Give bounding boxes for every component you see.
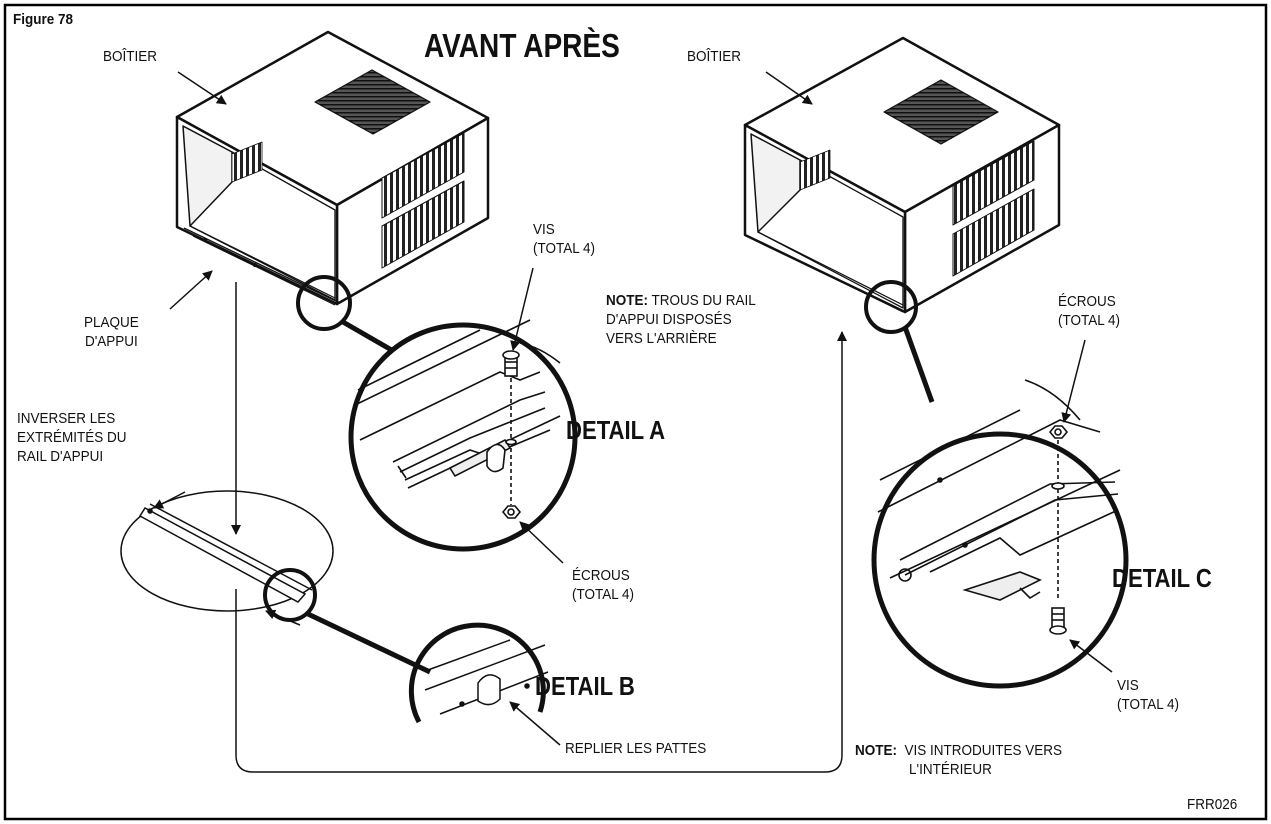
label-replier: REPLIER LES PATTES — [565, 740, 707, 757]
cabinet-left — [175, 30, 490, 306]
label-ecrous-c: ÉCROUS (TOTAL 4) — [1058, 292, 1120, 330]
label-boitier-right: BOÎTIER — [687, 48, 742, 65]
label-vis-a: VIS (TOTAL 4) — [533, 220, 595, 258]
cabinet-right — [743, 36, 1061, 314]
label-ecrous-c-line1: ÉCROUS — [1058, 293, 1116, 310]
label-plaque: PLAQUE D'APPUI — [84, 313, 139, 351]
note-rail-key: NOTE: — [606, 292, 649, 309]
label-detail-c: DETAIL C — [1112, 563, 1212, 593]
detail-c-leader — [902, 326, 935, 403]
label-detail-b: DETAIL B — [535, 671, 635, 701]
drawing-code: FRR026 — [1187, 796, 1238, 813]
label-boitier-left: BOÎTIER — [103, 48, 158, 65]
rail-ellipse-view — [120, 490, 334, 622]
label-detail-a: DETAIL A — [566, 415, 666, 445]
label-vis-a-line1: VIS — [533, 221, 555, 238]
label-vis-c-line1: VIS — [1117, 677, 1139, 694]
detail-b-view — [408, 622, 549, 724]
label-ecrous-a-line1: ÉCROUS — [572, 567, 630, 584]
note-vis-key: NOTE: — [855, 742, 898, 759]
detail-c-view — [871, 379, 1129, 689]
note-rail-line1: NOTE: TROUS DU RAIL — [606, 291, 756, 310]
base-rail-left — [183, 227, 341, 304]
note-vis: NOTE: VIS INTRODUITES VERS L'INTÉRIEUR — [855, 741, 1062, 779]
note-vis-line2: L'INTÉRIEUR — [909, 761, 992, 778]
note-rail-text1: TROUS DU RAIL — [651, 292, 756, 309]
detail-a-view — [348, 319, 578, 552]
label-ecrous-c-line2: (TOTAL 4) — [1058, 312, 1121, 329]
label-inverser-line3: RAIL D'APPUI — [17, 448, 104, 465]
figure-label: Figure 78 — [13, 11, 74, 28]
callout-circle-b — [263, 568, 317, 622]
label-plaque-line2: D'APPUI — [84, 333, 138, 350]
note-rail-line3: VERS L'ARRIÈRE — [606, 330, 717, 347]
note-rail: NOTE: TROUS DU RAIL D'APPUI DISPOSÉS VER… — [606, 291, 756, 348]
label-ecrous-a-line2: (TOTAL 4) — [572, 586, 635, 603]
label-inverser-line2: EXTRÉMITÉS DU — [17, 429, 127, 446]
label-vis-c-line2: (TOTAL 4) — [1117, 696, 1180, 713]
note-rail-line2: D'APPUI DISPOSÉS — [606, 311, 732, 328]
figure-frame — [3, 3, 1268, 821]
detail-a-leader — [341, 319, 397, 355]
arrows — [153, 71, 1113, 773]
note-vis-text1: VIS INTRODUITES VERS — [904, 742, 1063, 759]
callout-circle-a — [296, 275, 352, 331]
callout-circle-c — [864, 280, 918, 334]
label-vis-a-line2: (TOTAL 4) — [533, 240, 596, 257]
detail-b-leader — [306, 611, 432, 675]
label-inverser: INVERSER LES EXTRÉMITÉS DU RAIL D'APPUI — [17, 409, 127, 466]
label-inverser-line1: INVERSER LES — [17, 410, 116, 427]
label-ecrous-a: ÉCROUS (TOTAL 4) — [572, 566, 634, 604]
page-title: AVANT APRÈS — [424, 27, 620, 64]
note-vis-line1: NOTE: VIS INTRODUITES VERS — [855, 741, 1062, 760]
label-vis-c: VIS (TOTAL 4) — [1117, 676, 1179, 714]
label-plaque-line1: PLAQUE — [84, 314, 139, 331]
